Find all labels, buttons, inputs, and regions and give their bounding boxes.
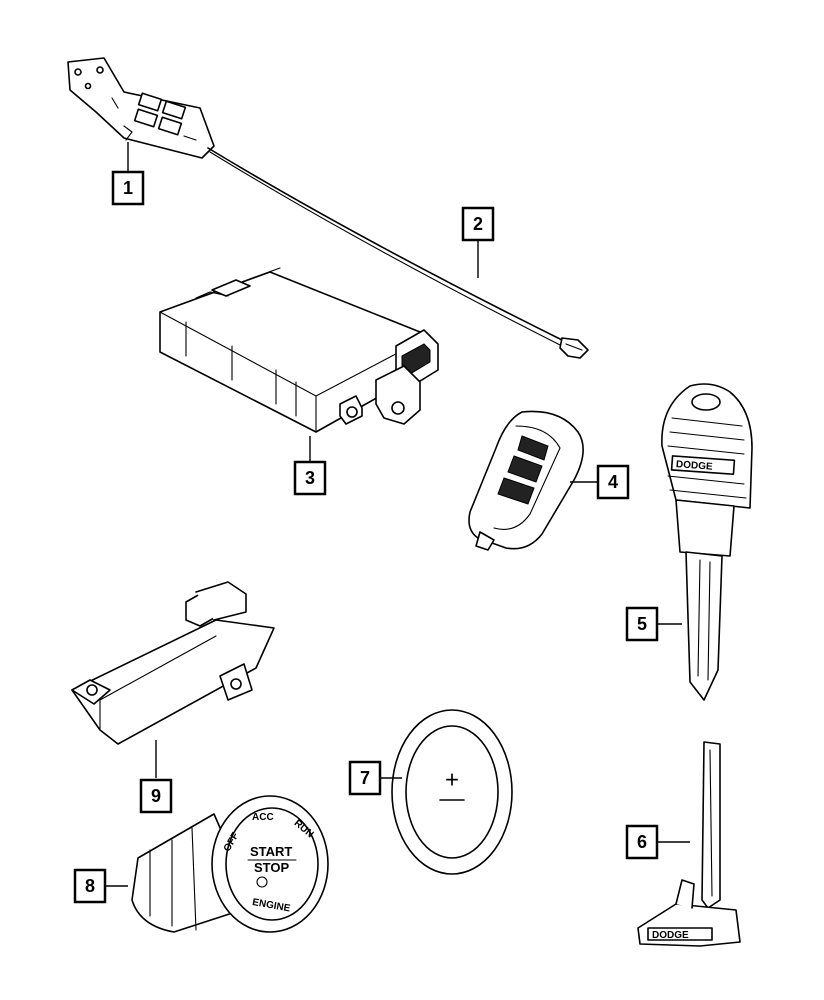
- callout-1-label: 1: [123, 178, 133, 198]
- callout-4: 4: [596, 464, 630, 500]
- ignition-acc-label: ACC: [252, 812, 274, 823]
- callout-9: 9: [139, 778, 173, 814]
- emergency-key-brand-label: DODGE: [652, 930, 689, 941]
- ignition-stop-label: STOP: [254, 860, 289, 875]
- callout-3: 3: [293, 460, 327, 496]
- part-3-control-module: [159, 267, 439, 433]
- part-5-ignition-key: DODGE: [661, 383, 753, 701]
- key-brand-label: DODGE: [676, 459, 714, 473]
- part-6-emergency-key: DODGE: [637, 741, 741, 947]
- callout-6-label: 6: [637, 832, 647, 852]
- callout-2-label: 2: [473, 214, 483, 234]
- callout-2: 2: [461, 206, 495, 242]
- battery-plus-symbol: +: [445, 767, 459, 794]
- callout-8-label: 8: [85, 876, 95, 896]
- callout-5: 5: [625, 606, 659, 642]
- callout-8: 8: [73, 868, 107, 904]
- callout-6: 6: [625, 824, 659, 860]
- callout-4-label: 4: [608, 472, 618, 492]
- part-2-antenna-cable: [207, 147, 589, 359]
- part-7-battery: +: [391, 709, 513, 875]
- callout-7-label: 7: [360, 768, 370, 788]
- callout-9-label: 9: [151, 786, 161, 806]
- callout-7: 7: [348, 760, 382, 796]
- callout-1: 1: [111, 170, 145, 206]
- part-8-ignition-switch: ACC RUN OFF START STOP ENGINE: [131, 795, 329, 933]
- part-4-key-fob: [468, 410, 584, 551]
- callout-5-label: 5: [637, 614, 647, 634]
- part-1-antenna-bracket: [67, 57, 215, 159]
- part-9-bracket: [71, 581, 275, 745]
- callout-3-label: 3: [305, 468, 315, 488]
- ignition-start-label: START: [250, 844, 292, 859]
